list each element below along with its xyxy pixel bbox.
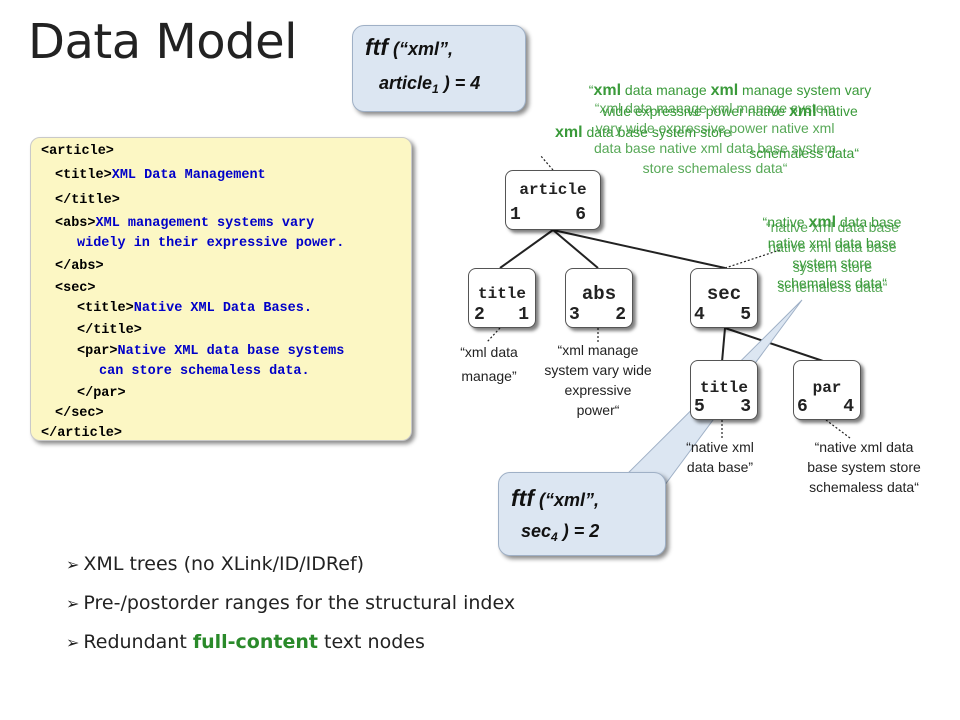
code-line: </article> [41, 426, 123, 441]
highlight-full-content: full-content [192, 631, 318, 653]
arrow-bullet-icon: ➢ [66, 633, 80, 652]
bullet-xml-trees: ➢XML trees (no XLink/ID/IDRef) [66, 553, 365, 575]
code-line: </par> [77, 386, 126, 401]
code-line: <title>Native XML Data Bases. [77, 301, 312, 316]
text-node-par: “native xml data base system store schem… [807, 439, 921, 495]
tree-node-title: title 2 1 [468, 268, 536, 328]
bullet-full-content: ➢Redundant full-content text nodes [66, 631, 425, 653]
code-line: <title>XML Data Management [55, 168, 266, 183]
code-line: widely in their expressive power. [77, 236, 345, 251]
dotted-sec-fulltext [724, 249, 781, 269]
text-node-abs: “xml manage system vary wide expressive … [544, 342, 652, 418]
arrow-bullet-icon: ➢ [66, 555, 80, 574]
tree-node-title-2: title 5 3 [690, 360, 758, 420]
code-line: <article> [41, 144, 114, 159]
sec-fulltext-back: “native xml data base native xml data ba… [765, 219, 900, 295]
tree-node-par: par 6 4 [793, 360, 861, 420]
code-line: <par>Native XML data base systems [77, 344, 345, 359]
text-node-title-2: “native xml data base” [686, 439, 754, 475]
dotted-title1-text [486, 327, 501, 343]
callout-ftf-article: ftf (“xml”, article1 ) = 4 [352, 25, 526, 112]
dotted-article-fulltext [539, 154, 554, 171]
code-line: </title> [77, 323, 142, 338]
code-line: </sec> [55, 406, 104, 421]
edge-sec-title [721, 327, 726, 363]
article-fulltext-front: “xml data manage xml manage system vary … [555, 82, 872, 161]
tree-node-article: article 1 6 [505, 170, 601, 230]
xml-code-box: <article> <title>XML Data Management </t… [30, 137, 412, 441]
edge-article-sec [552, 229, 726, 269]
article-fulltext-back: “xml data manage xml manage system vary … [593, 100, 837, 176]
edge-article-abs [552, 229, 599, 269]
code-line: </abs> [55, 259, 104, 274]
tree-node-sec: sec 4 5 [690, 268, 758, 328]
code-line: <sec> [55, 281, 96, 296]
bullet-pre-post-ranges: ➢Pre-/postorder ranges for the structura… [66, 592, 516, 614]
callout-ftf-sec: ftf (“xml”, sec4 ) = 2 [498, 472, 666, 556]
text-node-title: “xml data manage” [460, 344, 518, 384]
arrow-bullet-icon: ➢ [66, 594, 80, 613]
code-line: can store schemaless data. [99, 364, 310, 379]
code-line: </title> [55, 193, 120, 208]
tree-node-abs: abs 3 2 [565, 268, 633, 328]
sec-fulltext-front: “native xml data base native xml data ba… [762, 214, 902, 291]
dotted-par-text [825, 419, 851, 439]
edge-sec-par [724, 327, 827, 363]
code-line: <abs>XML management systems vary [55, 216, 315, 231]
edge-article-title [499, 229, 554, 269]
slide-title: Data Model [28, 14, 297, 70]
